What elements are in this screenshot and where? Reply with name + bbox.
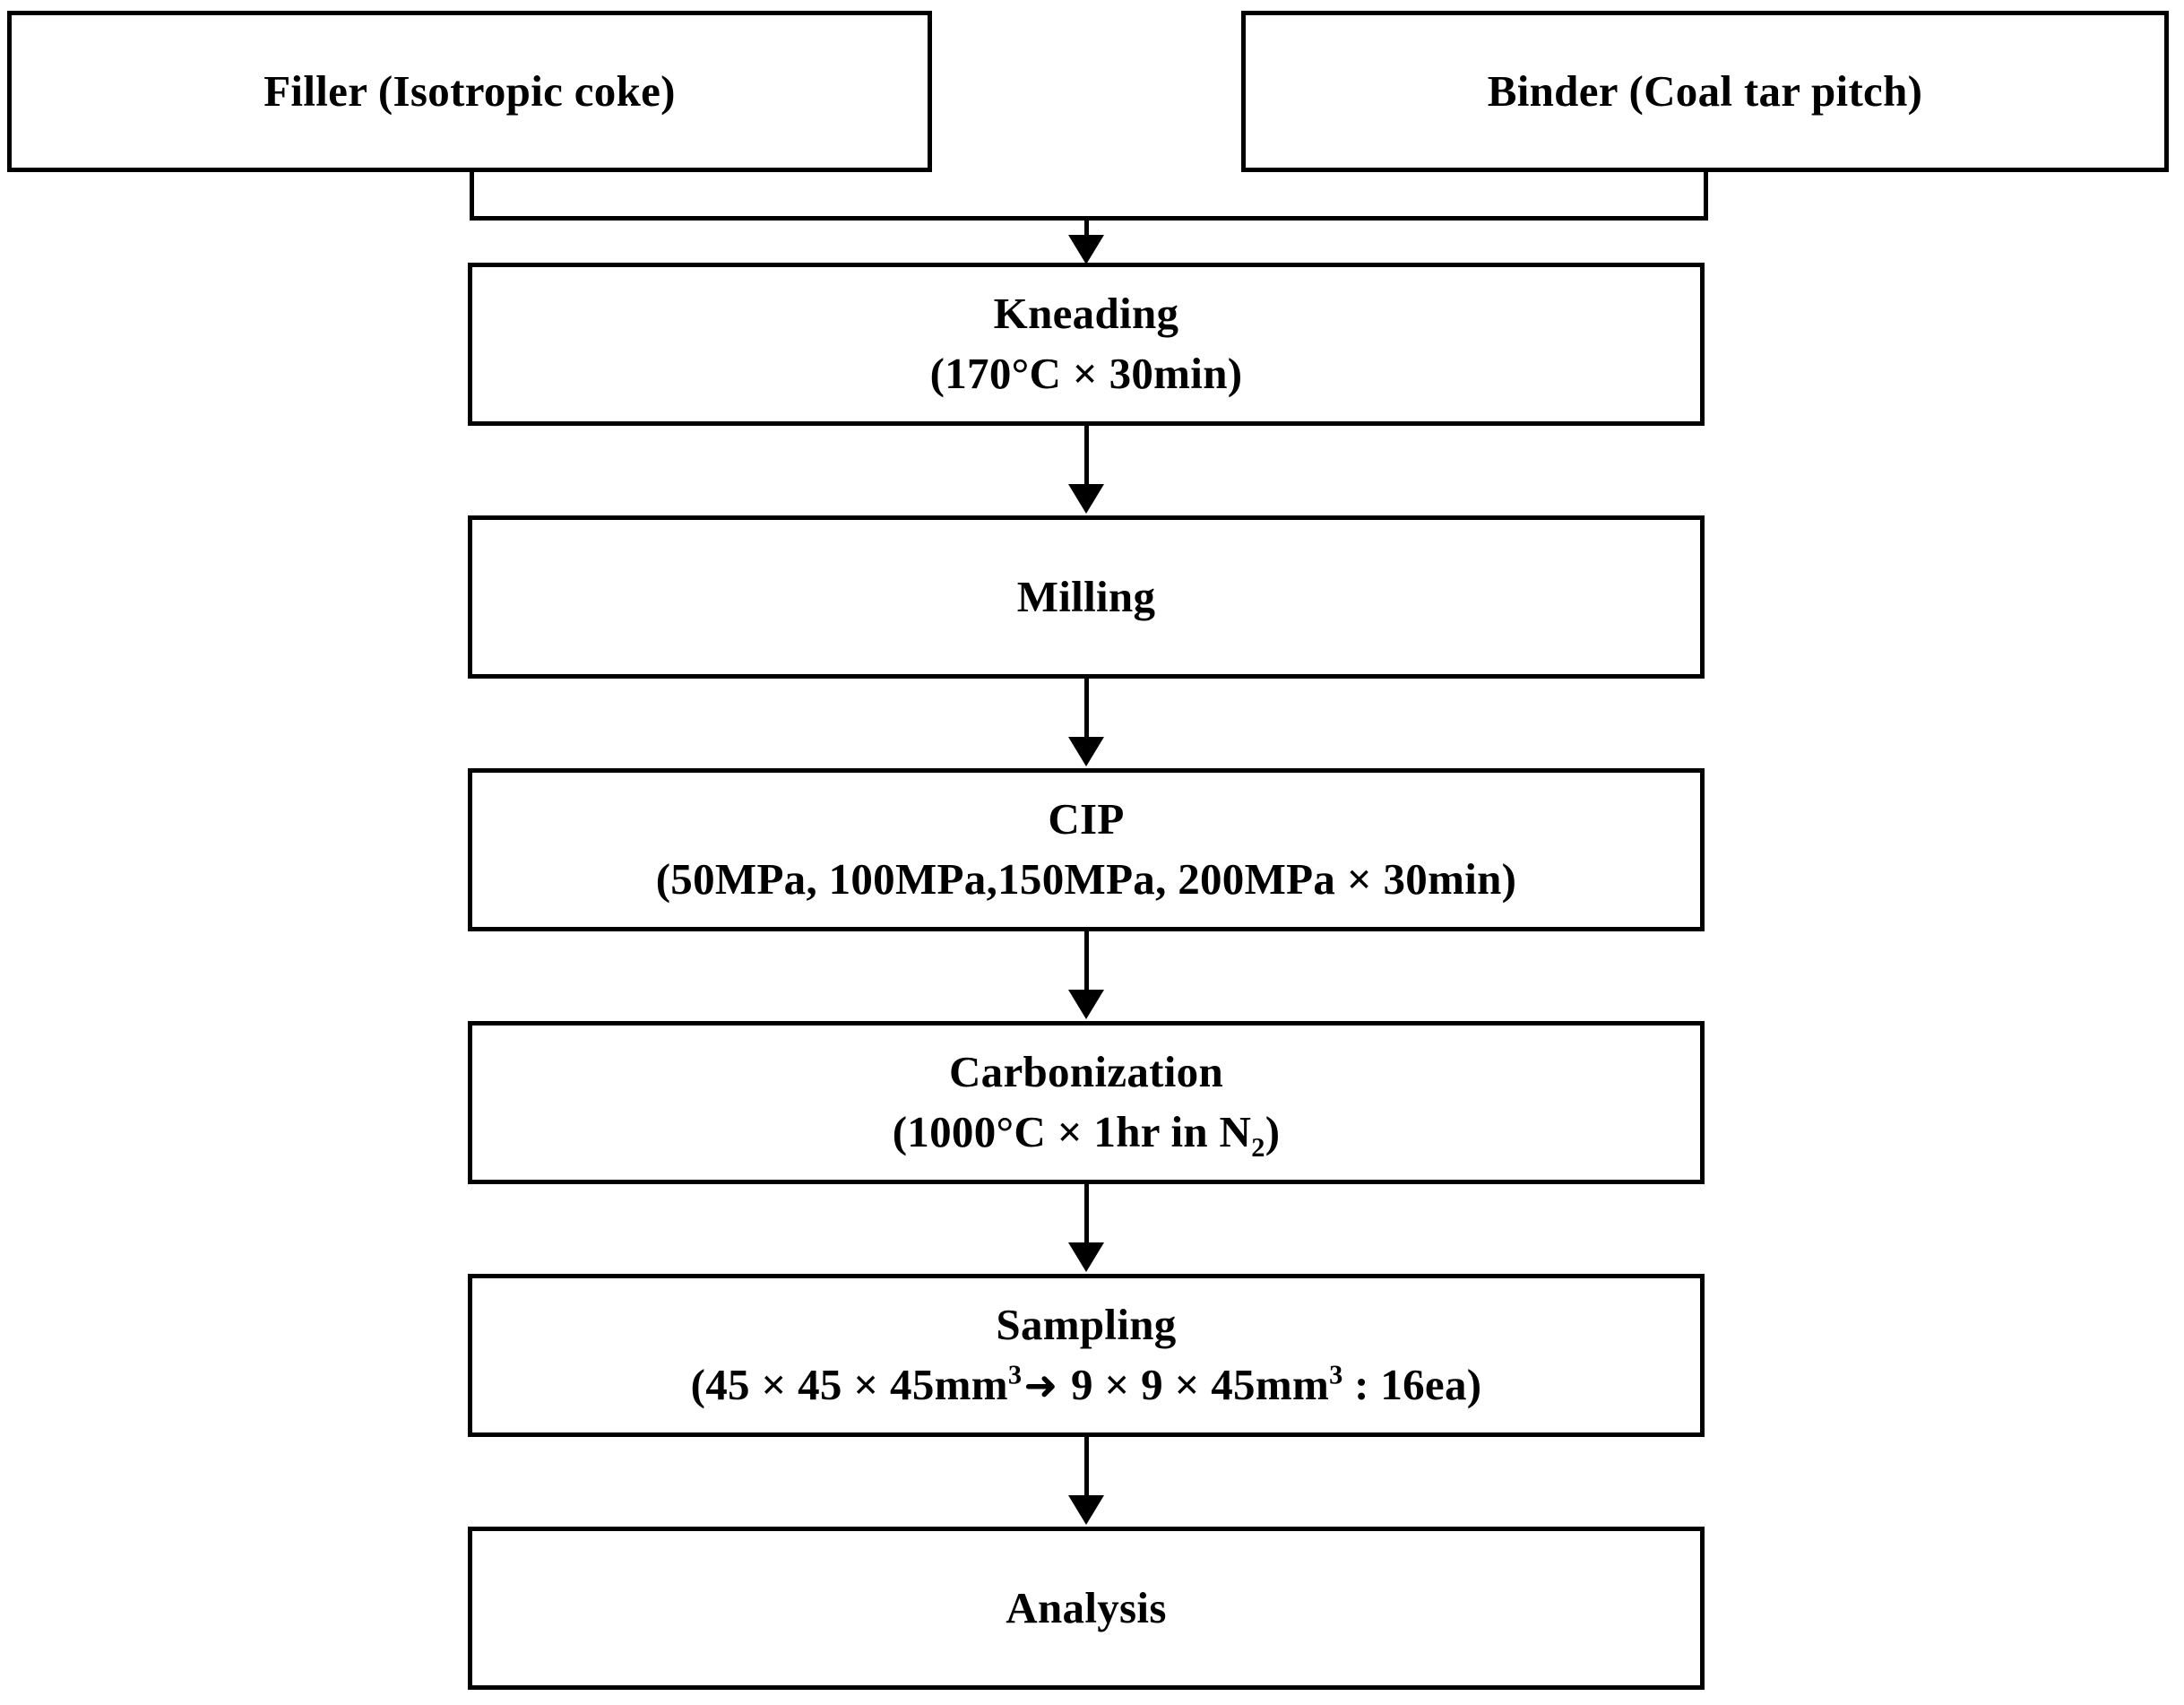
node-carbonization[interactable]: Carbonization (1000°C × 1hr in N2)	[468, 1021, 1705, 1184]
kneading-detail-prefix: (170	[929, 349, 1012, 398]
arrow-milling-cip-stem	[1084, 679, 1089, 741]
arrow-kneading-milling-head	[1068, 484, 1104, 514]
node-cip[interactable]: CIP (50MPa, 100MPa,150MPa, 200MPa × 30mi…	[468, 768, 1705, 931]
node-carbonization-detail: (1000°C × 1hr in N2)	[892, 1105, 1281, 1163]
kneading-detail-times: ×	[1072, 349, 1099, 398]
node-kneading-title: Kneading	[993, 289, 1179, 339]
node-sampling-detail: (45 × 45 × 45mm3➜ 9 × 9 × 45mm3 : 16ea)	[691, 1358, 1482, 1413]
sampling-detail-a: (45 × 45 × 45mm	[690, 1360, 1008, 1409]
node-kneading[interactable]: Kneading (170°C × 30min)	[468, 263, 1705, 426]
arrow-carbonization-sampling-head	[1068, 1242, 1104, 1272]
node-carbonization-title: Carbonization	[948, 1047, 1224, 1097]
node-filler[interactable]: Filler (Isotropic coke)	[7, 11, 932, 172]
carbonization-detail-a: (1000°C × 1hr in N	[892, 1107, 1252, 1156]
merge-bracket-arrowhead	[1068, 235, 1104, 264]
node-cip-detail: (50MPa, 100MPa,150MPa, 200MPa × 30min)	[655, 854, 1517, 904]
kneading-detail-degree: °C	[1011, 349, 1073, 398]
sampling-detail-c: : 16ea)	[1342, 1360, 1482, 1409]
carbonization-detail-subscript: 2	[1251, 1131, 1265, 1163]
node-sampling-title: Sampling	[996, 1300, 1177, 1350]
node-milling-title: Milling	[1016, 571, 1156, 621]
arrow-carbonization-sampling-stem	[1084, 1184, 1089, 1247]
node-analysis-title: Analysis	[1006, 1582, 1167, 1632]
merge-bracket-right-stem	[1704, 170, 1708, 221]
arrow-cip-carbonization-stem	[1084, 931, 1089, 994]
node-kneading-detail: (170°C × 30min)	[930, 347, 1243, 402]
node-binder[interactable]: Binder (Coal tar pitch)	[1241, 11, 2169, 172]
arrow-sampling-analysis-stem	[1084, 1437, 1089, 1500]
kneading-detail-suffix: 30min)	[1098, 349, 1243, 398]
sampling-right-arrow-icon: ➜	[1023, 1362, 1058, 1409]
sampling-detail-b: 9 × 9 × 45mm	[1059, 1360, 1330, 1409]
node-binder-label: Binder (Coal tar pitch)	[1487, 65, 1923, 116]
arrow-sampling-analysis-head	[1068, 1495, 1104, 1525]
node-sampling[interactable]: Sampling (45 × 45 × 45mm3➜ 9 × 9 × 45mm3…	[468, 1274, 1705, 1437]
merge-bracket-down-stem	[1084, 216, 1089, 249]
carbonization-detail-b: )	[1265, 1107, 1281, 1156]
merge-bracket-left-stem	[470, 170, 474, 221]
sampling-detail-sup2: 3	[1329, 1359, 1343, 1390]
merge-bracket-crossbar	[470, 216, 1708, 221]
node-analysis[interactable]: Analysis	[468, 1527, 1705, 1690]
sampling-detail-sup1: 3	[1007, 1359, 1023, 1390]
node-filler-label: Filler (Isotropic coke)	[263, 65, 676, 116]
node-cip-title: CIP	[1048, 794, 1125, 844]
arrow-kneading-milling-stem	[1084, 426, 1089, 489]
arrow-milling-cip-head	[1068, 737, 1104, 766]
node-milling[interactable]: Milling	[468, 515, 1705, 679]
arrow-cip-carbonization-head	[1068, 990, 1104, 1019]
